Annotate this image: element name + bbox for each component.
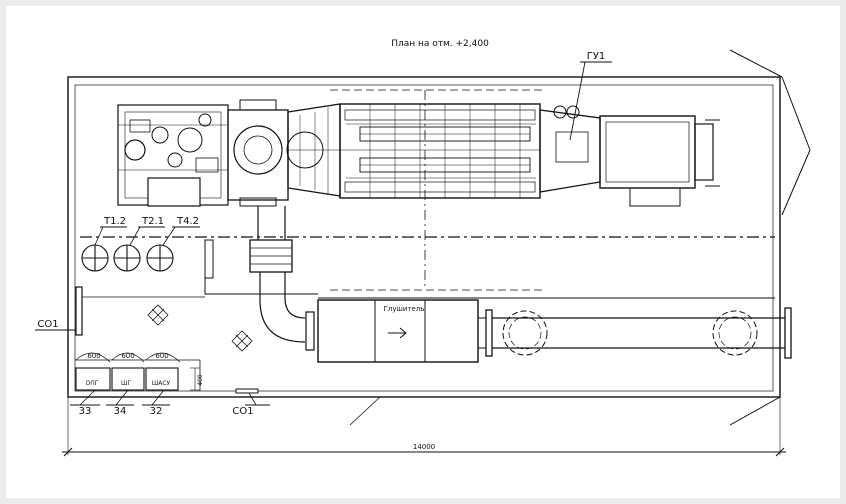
t42-label: Т4.2 xyxy=(176,216,199,227)
hatch-symbols xyxy=(147,304,253,352)
gas-turbine-unit xyxy=(117,99,720,207)
co1-bottom-label: СО1 xyxy=(232,406,253,417)
dim-600-1: 600 xyxy=(87,352,100,360)
turbine-detail-lines xyxy=(299,104,536,198)
tag-33: 33 xyxy=(79,406,92,417)
building-outline xyxy=(67,49,811,426)
cabinet-shasu-label: ШАСУ xyxy=(152,380,171,387)
overall-dimension xyxy=(62,397,786,457)
drawing-sheet xyxy=(6,6,840,498)
overall-dimension-label: 14000 xyxy=(413,443,435,451)
plan-title: План на отм. +2,400 xyxy=(391,39,489,49)
exhaust-pipe xyxy=(478,307,792,359)
cabinet-opg-label: ОПГ xyxy=(86,380,99,387)
co1-bottom-panel xyxy=(235,388,259,394)
tag-34: 34 xyxy=(114,406,127,417)
co1-left-label: СО1 xyxy=(37,319,58,330)
transformers xyxy=(81,226,200,272)
dim-400: 400 xyxy=(197,374,204,386)
tag-32: 32 xyxy=(150,406,163,417)
cabinet-shg-label: ШГ xyxy=(121,380,131,387)
co1-bottom-leader xyxy=(248,392,257,406)
t21-label: Т2.1 xyxy=(141,216,164,227)
muffler xyxy=(317,299,479,363)
muffler-label: Глушитель xyxy=(384,305,425,313)
dim-600-2: 600 xyxy=(121,352,134,360)
dim-600-3: 600 xyxy=(155,352,168,360)
gu1-label: ГУ1 xyxy=(587,51,606,62)
exhaust-duct xyxy=(249,206,315,351)
cabinet-row xyxy=(70,352,200,406)
partition-walls xyxy=(75,239,775,391)
gu1-leader xyxy=(569,61,586,141)
co1-left-panel xyxy=(75,286,83,336)
t12-label: Т1.2 xyxy=(103,216,126,227)
